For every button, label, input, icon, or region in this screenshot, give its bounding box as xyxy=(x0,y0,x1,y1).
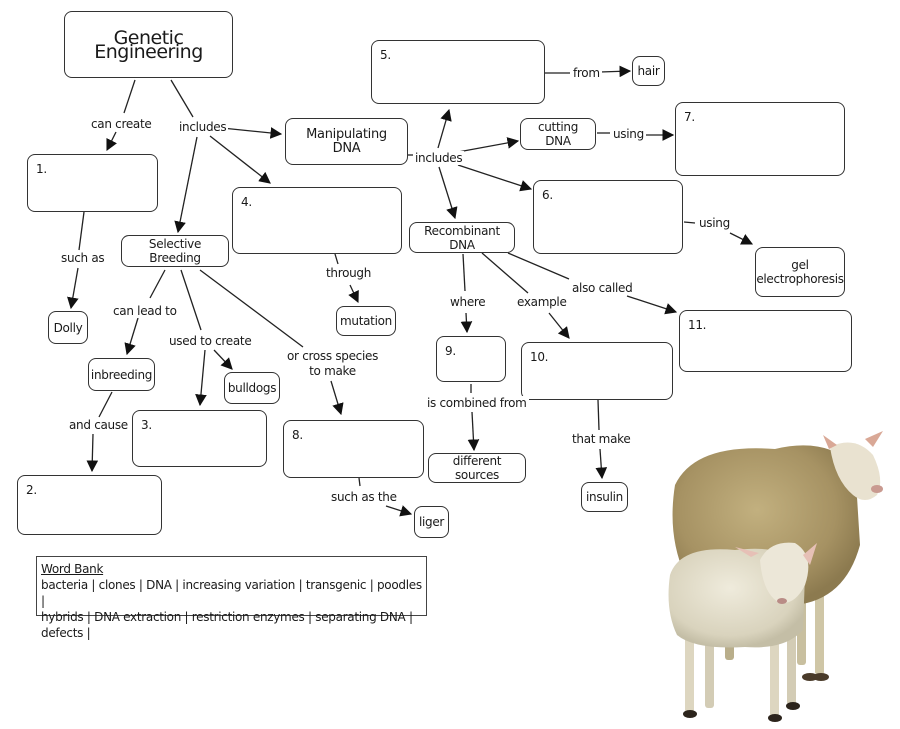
node-cutting-dna-label: cutting DNA xyxy=(537,120,579,148)
node-inbreeding-label: inbreeding xyxy=(90,367,153,382)
node-cutting-dna: cutting DNA xyxy=(520,118,596,150)
blank-box-10[interactable]: 10. xyxy=(521,342,673,400)
node-manipulating-dna: Manipulating DNA xyxy=(285,118,408,165)
node-recombinant-dna: Recombinant DNA xyxy=(409,222,515,253)
blank-box-9-number: 9. xyxy=(445,344,456,358)
node-different-sources: different sources xyxy=(428,453,526,483)
blank-box-9[interactable]: 9. xyxy=(436,336,506,382)
blank-box-3[interactable]: 3. xyxy=(132,410,267,467)
word-bank-line-2: hybrids | DNA extraction | restriction e… xyxy=(41,610,413,640)
node-bulldogs: bulldogs xyxy=(224,372,280,404)
node-liger: liger xyxy=(414,506,449,538)
link-label-also-called: also called xyxy=(570,281,635,295)
link-label-includes-dna: includes xyxy=(413,151,465,165)
node-manipulating-dna-label: Manipulating DNA xyxy=(306,126,387,156)
node-selective-breeding: Selective Breeding xyxy=(121,235,229,267)
node-hair: hair xyxy=(632,56,665,86)
node-dolly-label: Dolly xyxy=(53,320,83,335)
blank-box-1[interactable]: 1. xyxy=(27,154,158,212)
blank-box-11-number: 11. xyxy=(688,318,707,332)
link-label-using-cutting: using xyxy=(611,127,646,141)
node-bulldogs-label: bulldogs xyxy=(227,381,277,395)
link-label-such-as-the: such as the xyxy=(329,490,399,504)
blank-box-5-number: 5. xyxy=(380,48,391,62)
node-insulin: insulin xyxy=(581,482,628,512)
node-dolly: Dolly xyxy=(48,311,88,344)
node-genetic-engineering-label: Genetic Engineering xyxy=(94,26,203,63)
node-insulin-label: insulin xyxy=(586,490,623,504)
node-liger-label: liger xyxy=(418,515,445,529)
blank-box-2[interactable]: 2. xyxy=(17,475,162,535)
link-label-can-lead-to: can lead to xyxy=(111,304,179,318)
link-label-such-as: such as xyxy=(59,251,107,265)
link-label-through: through xyxy=(324,266,374,280)
link-label-or-cross-species-line2: to make xyxy=(309,364,356,378)
blank-box-5[interactable]: 5. xyxy=(371,40,545,104)
link-label-that-make: that make xyxy=(570,432,633,446)
node-gel-electrophoresis-line2: electrophoresis xyxy=(756,272,844,286)
link-label-is-combined-from: is combined from xyxy=(425,396,529,410)
node-gel-electrophoresis: gel electrophoresis xyxy=(755,247,845,297)
node-recombinant-dna-label: Recombinant DNA xyxy=(424,223,500,252)
blank-box-6-number: 6. xyxy=(542,188,553,202)
link-label-using-6: using xyxy=(697,216,732,230)
blank-box-2-number: 2. xyxy=(26,483,37,497)
link-label-and-cause: and cause xyxy=(67,418,130,432)
link-label-where: where xyxy=(448,295,488,309)
node-mutation-label: mutation xyxy=(340,314,392,328)
word-bank-line-1: bacteria | clones | DNA | increasing var… xyxy=(41,578,422,608)
blank-box-6[interactable]: 6. xyxy=(533,180,683,254)
node-gel-electrophoresis-line1: gel xyxy=(791,258,809,272)
node-hair-label: hair xyxy=(637,64,660,78)
blank-box-8[interactable]: 8. xyxy=(283,420,424,478)
blank-box-4-number: 4. xyxy=(241,195,252,209)
lamb xyxy=(668,542,817,722)
word-bank: Word Bank bacteria | clones | DNA | incr… xyxy=(36,556,427,640)
node-selective-breeding-label: Selective Breeding xyxy=(148,237,202,265)
word-bank-title: Word Bank xyxy=(41,562,104,576)
blank-box-1-number: 1. xyxy=(36,162,47,176)
blank-box-4[interactable]: 4. xyxy=(232,187,402,254)
blank-box-11[interactable]: 11. xyxy=(679,310,852,372)
link-label-used-to-create: used to create xyxy=(167,334,254,348)
blank-box-7-number: 7. xyxy=(684,110,695,124)
node-genetic-engineering: Genetic Engineering xyxy=(64,11,233,78)
sheep-and-lamb-image xyxy=(668,431,883,722)
link-label-includes-top: includes xyxy=(177,120,229,134)
link-label-from: from xyxy=(571,66,602,80)
blank-box-7[interactable]: 7. xyxy=(675,102,845,176)
link-label-example: example xyxy=(515,295,569,309)
node-inbreeding: inbreeding xyxy=(88,358,155,391)
link-label-or-cross-species: or cross species to make xyxy=(285,349,381,379)
node-mutation: mutation xyxy=(336,306,396,336)
node-different-sources-label: different sources xyxy=(452,454,502,482)
blank-box-10-number: 10. xyxy=(530,350,549,364)
link-label-or-cross-species-line1: or cross species xyxy=(287,349,379,363)
link-label-can-create: can create xyxy=(89,117,154,131)
blank-box-3-number: 3. xyxy=(141,418,152,432)
blank-box-8-number: 8. xyxy=(292,428,303,442)
